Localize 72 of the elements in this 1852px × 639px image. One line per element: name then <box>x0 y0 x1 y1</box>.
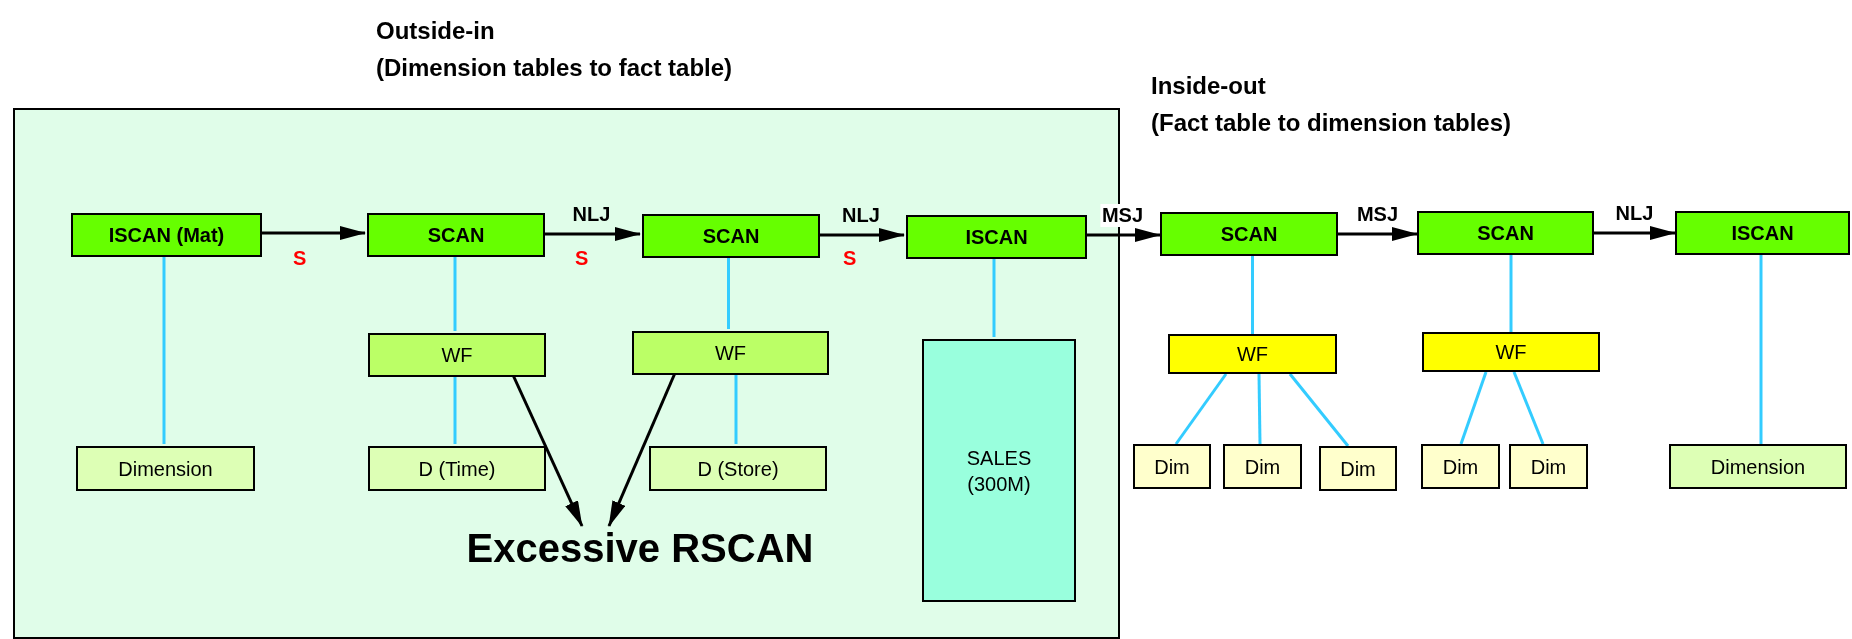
box-label: Dim <box>1340 456 1376 482</box>
operator-box <box>1160 212 1338 256</box>
table-box <box>1421 444 1500 489</box>
box-label: D (Store) <box>697 456 779 482</box>
box-label: WF <box>1495 340 1527 365</box>
arrow <box>543 227 641 241</box>
box-label: WF <box>441 343 473 368</box>
box-label: Dimension <box>1710 454 1806 480</box>
connector-line <box>453 375 457 444</box>
arrow <box>607 372 677 527</box>
operator-box <box>71 213 262 257</box>
connector-line <box>727 256 730 329</box>
operator-box <box>367 213 545 257</box>
section-subtitle: (Fact table to dimension tables) <box>1151 109 1512 137</box>
table-box <box>1133 444 1211 489</box>
arrow <box>1594 226 1676 240</box>
box-label: Dim <box>1530 454 1567 480</box>
group-title: Outside-in <box>376 17 495 46</box>
join-marker: S <box>575 247 589 270</box>
connector-line <box>1288 373 1350 447</box>
box-label: Dimension <box>118 456 213 482</box>
arrow <box>260 226 366 240</box>
operator-box <box>906 215 1087 259</box>
process-box <box>1422 332 1600 372</box>
box-label: ISCAN <box>965 225 1028 250</box>
process-box <box>368 333 546 377</box>
connector-line <box>734 373 738 444</box>
box-label: D (Time) <box>418 456 496 482</box>
table-box <box>1669 444 1847 489</box>
box-label: WF <box>1236 342 1269 367</box>
arrow <box>1338 227 1418 241</box>
table-box <box>922 339 1076 602</box>
box-label: SCAN <box>1220 222 1278 247</box>
operator-box <box>642 214 820 258</box>
table-box <box>1319 446 1397 491</box>
connector-line <box>1257 373 1262 445</box>
group-subtitle: (Dimension tables to fact table) <box>376 54 733 83</box>
table-box <box>649 446 827 491</box>
connector-line <box>1459 371 1488 445</box>
process-box <box>632 331 829 375</box>
box-label: Dim <box>1244 454 1281 480</box>
connector-line <box>1174 373 1228 445</box>
section-title: Inside-out <box>1151 72 1266 100</box>
callout-text: Excessive RSCAN <box>458 520 822 576</box>
connector-line <box>162 255 166 444</box>
box-label: SCAN <box>1477 221 1534 246</box>
connector-line <box>1512 371 1545 445</box>
box-label: SCAN <box>702 224 760 249</box>
connector-line <box>1759 255 1763 444</box>
table-box <box>76 446 255 491</box>
box-label: SALES (300M) <box>965 445 1033 497</box>
operator-box <box>1675 211 1850 255</box>
connector-line <box>1251 256 1254 334</box>
arrow <box>818 228 905 242</box>
join-marker: S <box>293 247 307 270</box>
box-label: Dim <box>1442 454 1479 480</box>
connector-line <box>992 257 996 337</box>
table-box <box>1223 444 1302 489</box>
connector-line <box>453 255 457 331</box>
connector-line <box>1509 255 1513 332</box>
join-marker: S <box>843 247 857 270</box>
table-box <box>1509 444 1588 489</box>
box-label: ISCAN (Mat) <box>108 223 225 248</box>
arrow <box>1085 228 1161 242</box>
box-label: ISCAN <box>1731 221 1794 246</box>
operator-box <box>1417 211 1594 255</box>
table-box <box>368 446 546 491</box>
box-label: WF <box>714 341 747 366</box>
arrow <box>511 374 584 527</box>
process-box <box>1168 334 1337 374</box>
box-label: SCAN <box>427 223 485 248</box>
box-label: Dim <box>1154 454 1190 480</box>
